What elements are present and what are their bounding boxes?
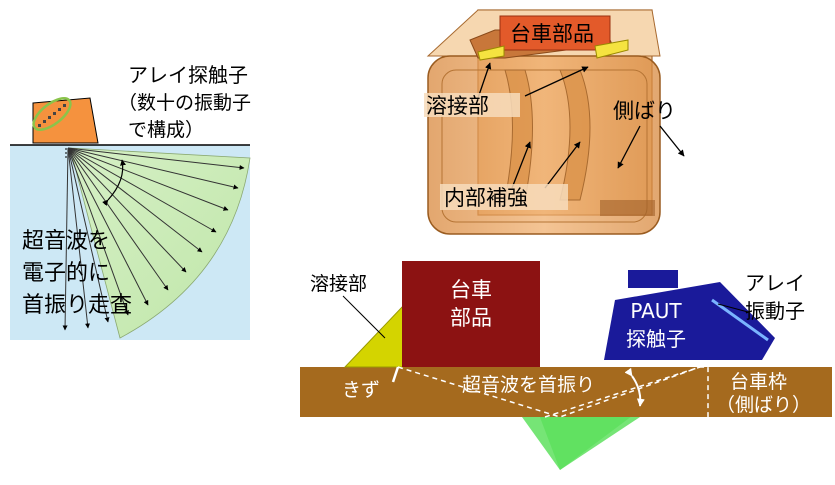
- beam-below-plate: [522, 417, 640, 470]
- weld-label: 溶接部: [426, 94, 489, 118]
- weld-bead: [477, 45, 505, 61]
- element: [63, 104, 66, 107]
- section-weld-label: 溶接部: [310, 273, 367, 295]
- beam-ray: [67, 147, 149, 306]
- weld-label-bg: [424, 93, 520, 117]
- paut-probe: [604, 282, 775, 360]
- beam-ray: [67, 147, 203, 253]
- weld-arrow: [524, 66, 589, 97]
- beam-ray: [67, 147, 217, 233]
- beam-ray-group: [62, 147, 245, 331]
- sweep-text-1: 超音波を: [22, 229, 110, 254]
- beam-ray: [67, 147, 229, 211]
- side-beam-arrow: [617, 125, 641, 169]
- left-panel: アレイ探触子 （数十の振動子 で構成） 超音波を 電子的に 首振り走査: [10, 63, 251, 340]
- component-label-1: 台車: [450, 278, 492, 302]
- reinforcement-arrow: [511, 141, 531, 189]
- array-elements-line: [711, 298, 769, 342]
- sweep-label: 超音波を首振り: [462, 374, 595, 396]
- component-block-section: [402, 261, 540, 367]
- paut-label-2: 探触子: [626, 327, 686, 351]
- component-label: 台車部品: [510, 22, 594, 46]
- frame-label-1: 台車枠: [730, 371, 787, 393]
- array-label-2: 振動子: [745, 299, 805, 323]
- probe-highlight-ellipse: [32, 97, 72, 131]
- sweep-text-3: 首振り走査: [22, 293, 132, 318]
- frame-plate: [300, 367, 832, 417]
- component-block: [499, 15, 611, 51]
- element: [53, 112, 56, 115]
- component-label-2: 部品: [450, 306, 492, 330]
- probe-note-1: （数十の振動子: [118, 92, 251, 114]
- sweep-text-2: 電子的に: [22, 261, 110, 286]
- inner-edge: [441, 69, 648, 223]
- array-probe: [32, 97, 99, 144]
- beam-ray: [67, 147, 129, 316]
- probe-elements: [38, 104, 66, 127]
- probe-note-2: で構成）: [128, 119, 204, 141]
- reinforcement-label-bg: [440, 184, 568, 210]
- element: [43, 120, 46, 123]
- flaw-mark: [391, 366, 400, 383]
- probe-title: アレイ探触子: [128, 63, 248, 87]
- array-label-1: アレイ: [745, 271, 805, 295]
- cross-section: 台車 部品 PAUT 探触子 アレイ 振動子 溶接部 きず 超音波を首振り 台車…: [300, 261, 832, 470]
- reinforcement-rib: [559, 69, 591, 201]
- weld-leader-line: [342, 295, 386, 339]
- bogie-frame-model: 台車部品 溶接部 側ばり 内部補強: [424, 9, 685, 235]
- beam-ray: [67, 147, 245, 170]
- beam-ray: [67, 147, 110, 323]
- paut-label-1: PAUT: [630, 299, 682, 323]
- element: [38, 124, 41, 127]
- sweep-arrow-section: [624, 367, 645, 407]
- frame-label-2: （側ばり）: [716, 394, 811, 416]
- element: [48, 116, 51, 119]
- weld-fillet: [343, 303, 405, 368]
- beam-ray: [62, 147, 69, 331]
- flaw-label: きず: [342, 379, 380, 401]
- reinforcement-arrow: [544, 141, 581, 189]
- beam-ray: [67, 147, 187, 273]
- reinforcement-label: 内部補強: [444, 186, 528, 210]
- array-leader-line: [717, 303, 749, 313]
- probe-connector: [628, 270, 678, 288]
- side-beam-label: 側ばり: [613, 99, 676, 123]
- beam-ray: [67, 147, 169, 291]
- beam-path-left: [397, 366, 701, 418]
- lower-rail: [600, 200, 655, 216]
- side-beam-arrow: [659, 125, 685, 157]
- weld-bead: [594, 39, 629, 59]
- element: [58, 108, 61, 111]
- beam-ray: [67, 147, 239, 190]
- sweep-arrow: [102, 159, 126, 207]
- beam-ray: [67, 147, 90, 329]
- weld-arrow: [477, 62, 492, 99]
- beam-path-right: [544, 366, 709, 418]
